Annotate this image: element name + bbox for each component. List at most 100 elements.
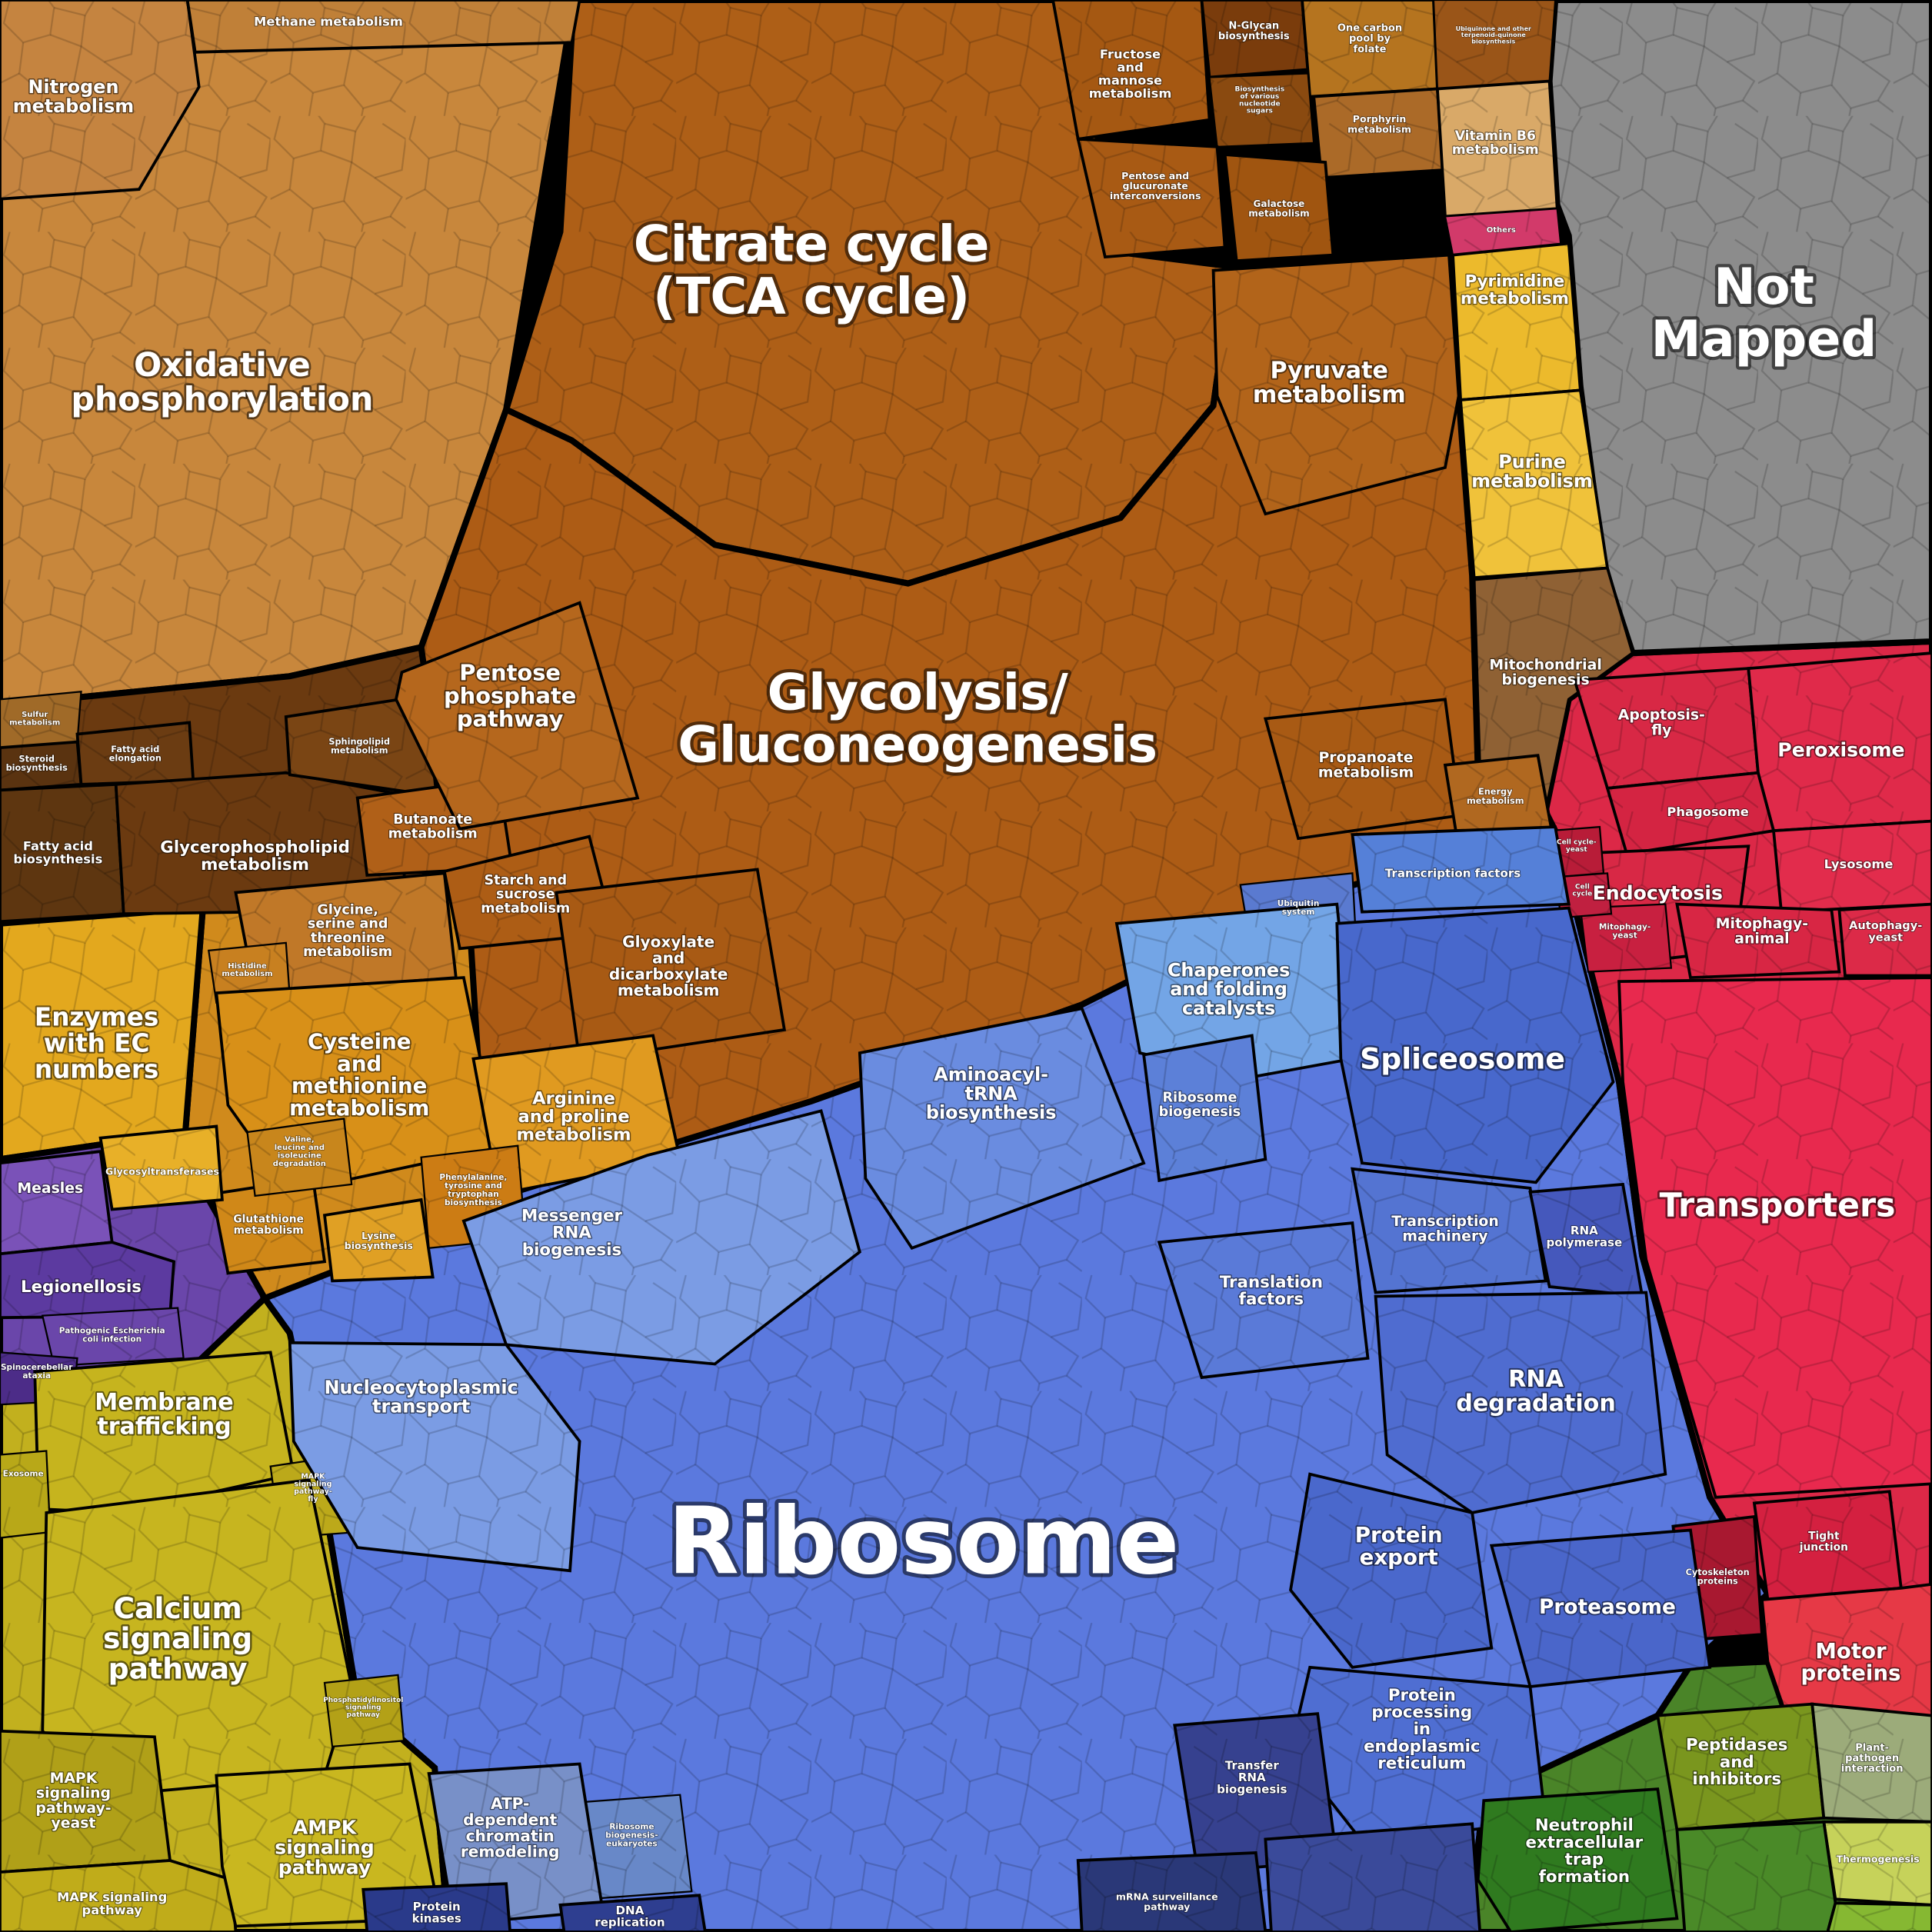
label-transporters: Transporters bbox=[1660, 1186, 1896, 1224]
label-others: Others bbox=[1487, 225, 1516, 234]
label-glycolysis: Glycolysis/Gluconeogenesis bbox=[678, 664, 1158, 774]
label-proteasome: Proteasome bbox=[1539, 1596, 1676, 1619]
label-mitophagy-yeast: Mitophagy-yeast bbox=[1599, 922, 1651, 940]
label-lysosome: Lysosome bbox=[1824, 856, 1894, 871]
region-dark-blue-filler[interactable] bbox=[1264, 1822, 1482, 1932]
label-legionellosis: Legionellosis bbox=[21, 1277, 142, 1296]
label-autophagy-yeast: Autophagy-yeast bbox=[1849, 919, 1922, 944]
label-endocytosis: Endocytosis bbox=[1593, 881, 1723, 904]
region-green-filler-2[interactable] bbox=[1826, 1901, 1932, 1932]
label-spliceosome: Spliceosome bbox=[1360, 1042, 1565, 1076]
label-thermogenesis: Thermogenesis bbox=[1837, 1853, 1920, 1864]
label-transcription-factors: Transcription factors bbox=[1385, 866, 1521, 880]
region-pyrimidine-metabolism[interactable] bbox=[1451, 242, 1582, 402]
label-peroxisome: Peroxisome bbox=[1777, 738, 1904, 761]
region-green-filler-1[interactable] bbox=[1675, 1820, 1837, 1932]
region-exosome[interactable] bbox=[0, 1450, 52, 1539]
label-measles: Measles bbox=[17, 1180, 83, 1196]
label-methane-metabolism: Methane metabolism bbox=[254, 14, 403, 28]
label-exosome: Exosome bbox=[3, 1470, 44, 1479]
label-apoptosis-fly: Apoptosis-fly bbox=[1618, 707, 1705, 738]
region-measles[interactable] bbox=[0, 1150, 114, 1256]
label-citrate-cycle: Citrate cycle(TCA cycle) bbox=[634, 215, 990, 326]
label-mitophagy-animal: Mitophagy-animal bbox=[1716, 915, 1808, 947]
label-glycosyltransferases: Glycosyltransferases bbox=[105, 1165, 219, 1177]
label-ribosome: Ribosome bbox=[668, 1488, 1179, 1596]
label-cell-cycle-yeast: Cell cycle-yeast bbox=[1557, 839, 1597, 854]
label-phagosome: Phagosome bbox=[1667, 804, 1748, 819]
